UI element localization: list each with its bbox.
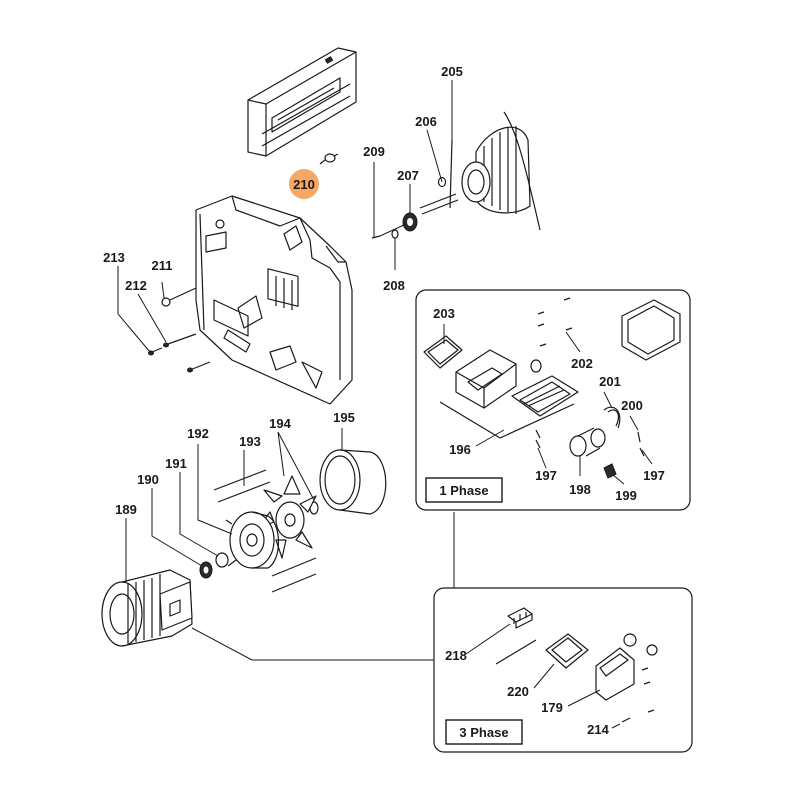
part-220-gasket: [545, 633, 589, 669]
callout-206: 206: [415, 114, 437, 129]
motor-end-plate: [195, 195, 353, 405]
lower-screw: [189, 361, 211, 371]
part-198-capacitor: [569, 427, 606, 457]
part-213-screw: [148, 347, 163, 356]
leader-lines: [117, 80, 653, 729]
callout-190: 190: [137, 472, 159, 487]
callout-194: 194: [269, 416, 291, 431]
part-211-nut: [161, 287, 197, 307]
part-194-fan: [257, 475, 317, 559]
part-switch-cover: [511, 359, 579, 417]
callout-201: 201: [599, 374, 621, 389]
callout-195: 195: [333, 410, 355, 425]
single-phase-cover: [621, 299, 681, 361]
three-phase-label-box: [445, 719, 523, 745]
part-197-screws: [535, 429, 645, 457]
part-193-bolts: [213, 469, 317, 593]
part-203-gasket: [423, 335, 463, 369]
callout-205: 205: [441, 64, 463, 79]
callout-202: 202: [571, 356, 593, 371]
callout-208: 208: [383, 278, 405, 293]
highlight-marker: [289, 169, 319, 199]
callout-212: 212: [125, 278, 147, 293]
callout-200: 200: [621, 398, 643, 413]
part-192-end-bell: [225, 511, 279, 569]
part-212-screw: [163, 333, 197, 348]
single-phase-label-box: [425, 477, 503, 503]
callout-207: 207: [397, 168, 419, 183]
part-195-fan-shroud: [319, 449, 387, 515]
callout-199: 199: [615, 488, 637, 503]
part-208-washer: [391, 229, 399, 239]
part-214-screws: [621, 667, 655, 723]
part-200-screw: [637, 431, 641, 443]
callout-197-left: 197: [535, 468, 557, 483]
callout-196: 196: [449, 442, 471, 457]
callout-198: 198: [569, 482, 591, 497]
callout-179: 179: [541, 700, 563, 715]
callout-211: 211: [152, 258, 173, 273]
callout-191: 191: [165, 456, 187, 471]
mounting-bracket: [247, 47, 357, 157]
callout-203: 203: [433, 306, 455, 321]
part-205-pin: [449, 139, 453, 209]
callout-214: 214: [587, 722, 609, 737]
callout-213: 213: [103, 250, 125, 265]
part-202-screws: [537, 297, 573, 347]
part-196-switch-box: [439, 349, 575, 439]
three-phase-label: 3 Phase: [459, 725, 508, 740]
callout-218: 218: [445, 648, 467, 663]
part-190-bearing: [199, 561, 213, 579]
callout-209: 209: [363, 144, 385, 159]
part-189-stator-housing: [101, 569, 193, 647]
three-phase-panel: [433, 587, 693, 753]
part-207-bearing: [402, 212, 418, 232]
part-201-capacitor-clip: [603, 406, 621, 429]
part-209-key: [371, 235, 381, 239]
part-191-washer: [215, 552, 229, 568]
callout-192: 192: [187, 426, 209, 441]
part-210-screw: [319, 153, 339, 165]
part-179-switch-box: [595, 633, 658, 701]
callout-210: 210: [293, 177, 315, 192]
part-218-terminal-block: [507, 607, 533, 629]
three-phase-wire: [495, 639, 537, 665]
motor-shaft-assembly: [419, 111, 541, 231]
callout-193: 193: [239, 434, 261, 449]
callout-189: 189: [115, 502, 137, 517]
callout-220: 220: [507, 684, 529, 699]
single-phase-label: 1 Phase: [439, 483, 488, 498]
callout-197-right: 197: [643, 468, 665, 483]
